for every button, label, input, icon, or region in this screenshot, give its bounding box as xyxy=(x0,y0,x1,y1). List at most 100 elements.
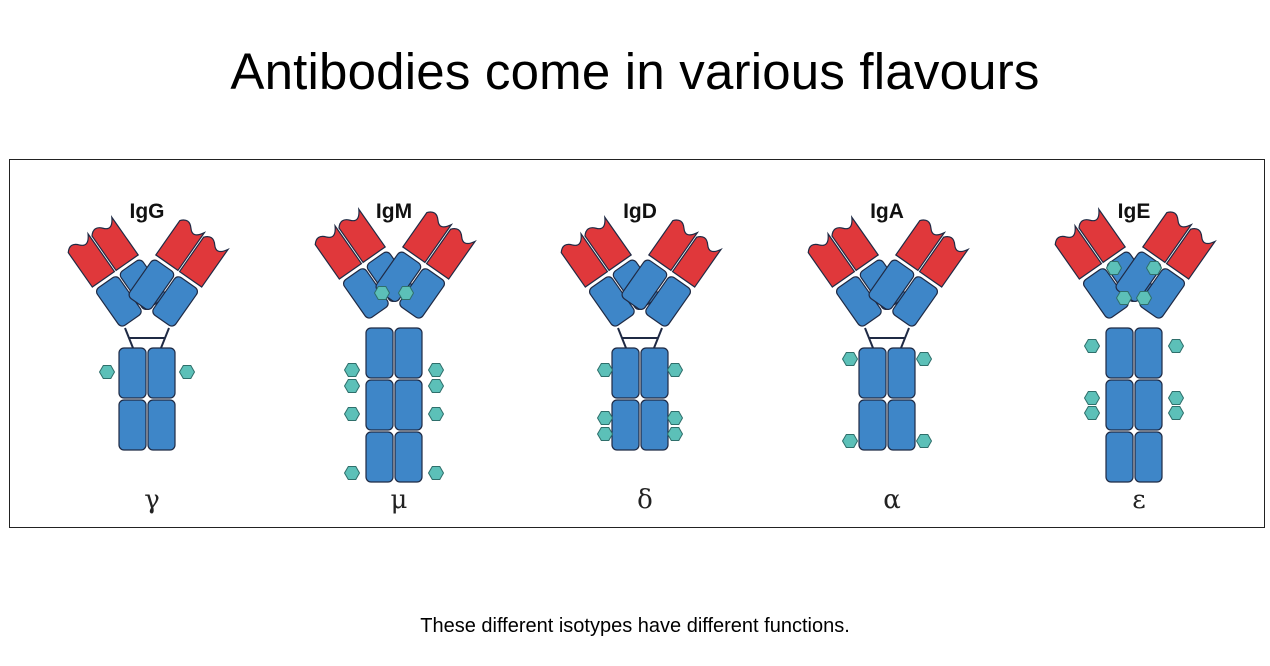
constant-domain xyxy=(645,276,692,327)
variable-domain xyxy=(918,236,970,288)
glycan-hexagon xyxy=(841,434,859,448)
variable-domain xyxy=(1054,223,1103,280)
heavy-chain-label: μ xyxy=(391,485,408,515)
glycan-hexagon xyxy=(427,466,445,480)
glycan-hexagon xyxy=(1167,339,1185,353)
isotype-label: IgD xyxy=(623,200,657,223)
glycan-hexagon xyxy=(1083,339,1101,353)
fc-domain xyxy=(394,379,423,431)
glycan-hexagon xyxy=(373,286,391,300)
fc-domain xyxy=(640,399,669,451)
fc-domain xyxy=(394,327,423,379)
glycan-hexagon xyxy=(1167,391,1185,405)
isotype-label: IgA xyxy=(870,200,904,223)
slide-caption: These different isotypes have different … xyxy=(420,615,850,637)
ige-antibody: IgE ε xyxy=(1054,200,1217,515)
fc-domain xyxy=(858,347,887,399)
antibody-figure: IgG γ IgM μ IgD δ IgA α IgE ε xyxy=(9,159,1265,528)
antibody-shape xyxy=(807,215,970,451)
variable-domain xyxy=(894,219,947,272)
glycan-hexagon xyxy=(666,427,684,441)
antibody-diagram: IgG γ IgM μ IgD δ IgA α IgE ε xyxy=(67,200,1217,515)
variable-domain xyxy=(1141,211,1194,264)
iga-antibody: IgA α xyxy=(807,200,970,515)
variable-domain xyxy=(671,236,723,288)
variable-domain xyxy=(314,223,363,280)
fc-domain xyxy=(365,431,394,483)
hinge-link xyxy=(900,327,910,349)
fc-domain xyxy=(365,327,394,379)
glycan-hexagon xyxy=(596,363,614,377)
glycan-hexagon xyxy=(596,411,614,425)
glycan-hexagon xyxy=(666,363,684,377)
constant-domain xyxy=(128,259,175,311)
fc-domain xyxy=(858,399,887,451)
glycan-hexagon xyxy=(427,407,445,421)
heavy-chain-label: γ xyxy=(144,485,160,515)
variable-domain xyxy=(584,215,633,272)
hinge-link xyxy=(124,327,134,349)
fc-domain xyxy=(118,399,147,451)
constant-domain xyxy=(892,276,939,327)
fab-arm xyxy=(375,211,477,319)
variable-domain xyxy=(1165,228,1217,280)
constant-domain xyxy=(152,276,199,327)
fc-domain xyxy=(1105,379,1134,431)
antibody-shape xyxy=(1054,207,1217,483)
fc-domain xyxy=(887,399,916,451)
variable-domain xyxy=(338,207,387,264)
antibody-shape xyxy=(560,215,723,451)
fab-arm xyxy=(1115,211,1217,319)
fc-domain xyxy=(887,347,916,399)
isotype-label: IgG xyxy=(130,200,165,223)
hinge-link xyxy=(617,327,627,349)
variable-domain xyxy=(831,215,880,272)
glycan-hexagon xyxy=(427,363,445,377)
variable-domain xyxy=(1078,207,1127,264)
fc-domain xyxy=(147,347,176,399)
fc-domain xyxy=(118,347,147,399)
glycan-hexagon xyxy=(1083,391,1101,405)
variable-domain xyxy=(178,236,230,288)
constant-domain xyxy=(399,268,446,319)
variable-domain xyxy=(67,231,116,288)
glycan-hexagon xyxy=(666,411,684,425)
fc-domain xyxy=(1134,327,1163,379)
antibody-shape xyxy=(314,207,477,483)
igd-antibody: IgD δ xyxy=(560,200,723,515)
glycan-hexagon xyxy=(427,379,445,393)
variable-domain xyxy=(91,215,140,272)
heavy-chain-label: ε xyxy=(1132,485,1145,515)
fc-domain xyxy=(611,347,640,399)
fab-arm xyxy=(868,219,970,327)
hinge-link xyxy=(864,327,874,349)
glycan-hexagon xyxy=(596,427,614,441)
variable-domain xyxy=(560,231,609,288)
glycan-hexagon xyxy=(1167,406,1185,420)
glycan-hexagon xyxy=(397,286,415,300)
fc-domain xyxy=(1134,431,1163,483)
constant-domain xyxy=(868,259,915,311)
hinge-link xyxy=(160,327,170,349)
fc-domain xyxy=(611,399,640,451)
fc-domain xyxy=(640,347,669,399)
fc-domain xyxy=(1105,327,1134,379)
glycan-hexagon xyxy=(1115,291,1133,305)
constant-domain xyxy=(1139,268,1186,319)
variable-domain xyxy=(401,211,454,264)
glycan-hexagon xyxy=(98,365,116,379)
variable-domain xyxy=(425,228,477,280)
igg-antibody: IgG γ xyxy=(67,200,230,515)
heavy-chain-label: α xyxy=(883,485,901,515)
glycan-hexagon xyxy=(343,379,361,393)
hinge-link xyxy=(653,327,663,349)
glycan-hexagon xyxy=(915,352,933,366)
variable-domain xyxy=(647,219,700,272)
fc-domain xyxy=(394,431,423,483)
fab-arm xyxy=(128,219,230,327)
glycan-hexagon xyxy=(343,407,361,421)
glycan-hexagon xyxy=(178,365,196,379)
igm-antibody: IgM μ xyxy=(314,200,477,515)
fab-arm xyxy=(621,219,723,327)
glycan-hexagon xyxy=(1145,261,1163,275)
